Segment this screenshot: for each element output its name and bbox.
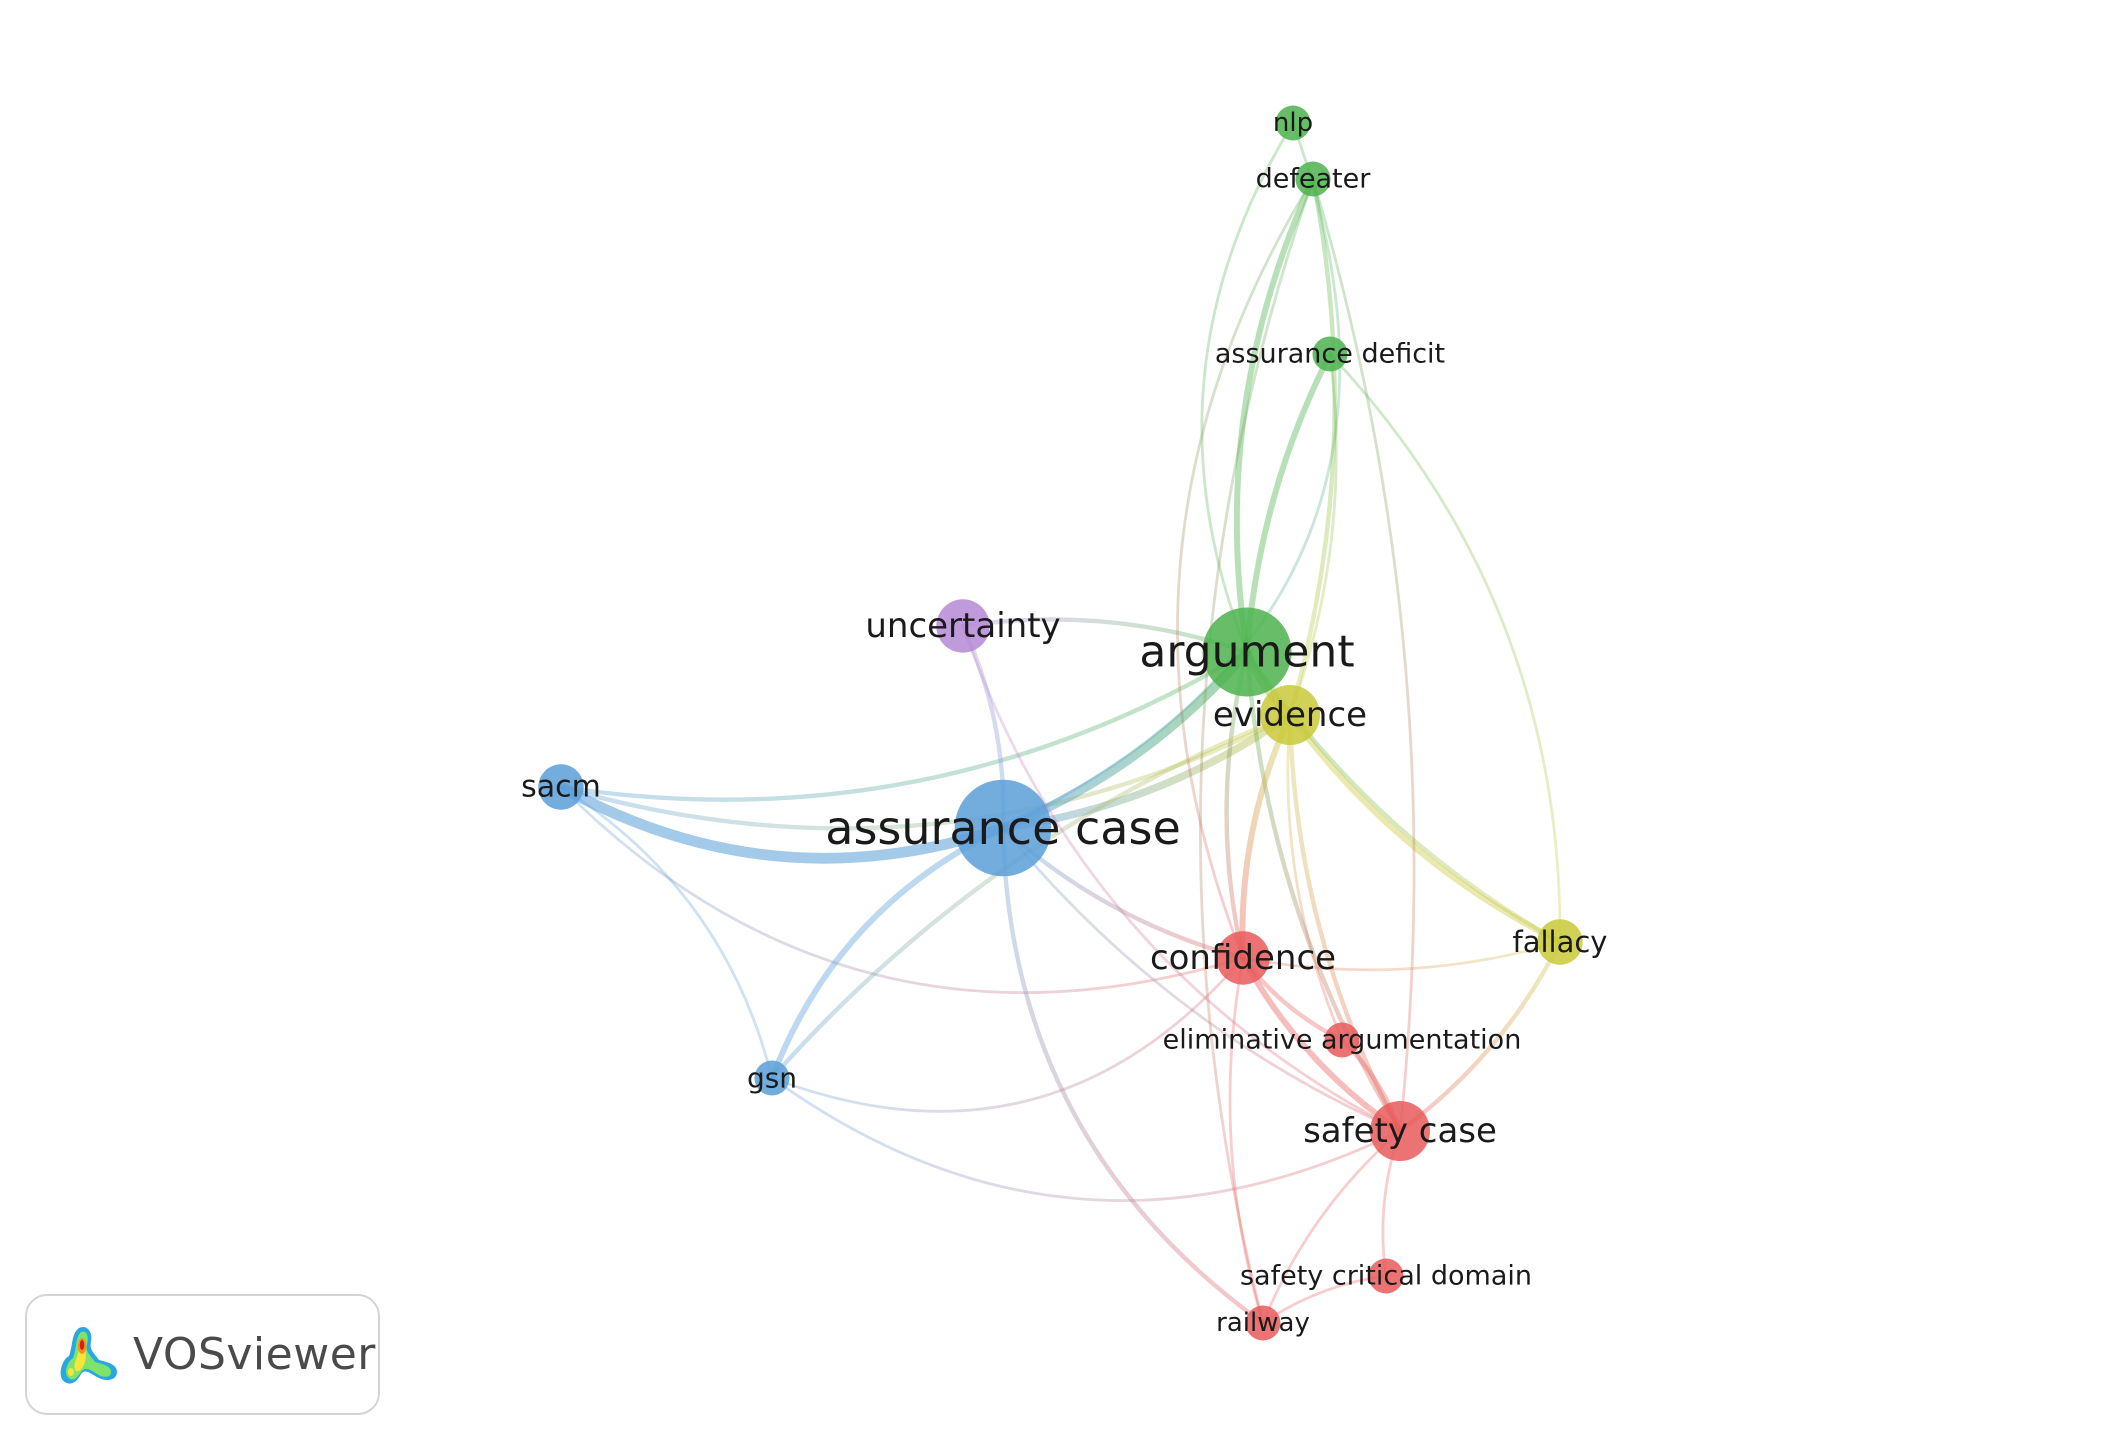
- link-evidence-fallacy[interactable]: [1287, 712, 1563, 945]
- node-label-evidence[interactable]: evidence: [1213, 695, 1367, 735]
- link-defeater-railway[interactable]: [1198, 177, 1315, 1325]
- node-label-railway[interactable]: railway: [1216, 1308, 1310, 1338]
- node-label-defeater[interactable]: defeater: [1256, 164, 1372, 195]
- nodes-layer: [538, 105, 1583, 1341]
- link-assurance-case-railway[interactable]: [1000, 825, 1266, 1326]
- link-safety-case-fallacy[interactable]: [1397, 939, 1563, 1134]
- vosviewer-logo-icon: [60, 1326, 117, 1384]
- link-argument-defeater[interactable]: [1233, 176, 1316, 655]
- node-argument[interactable]: [1202, 607, 1292, 697]
- node-nlp[interactable]: [1275, 105, 1311, 141]
- link-confidence-fallacy[interactable]: [1241, 940, 1562, 972]
- node-label-gsn[interactable]: gsn: [747, 1062, 797, 1095]
- node-evidence[interactable]: [1260, 685, 1320, 745]
- link-confidence-defeater[interactable]: [1176, 177, 1315, 960]
- link-safety-case-gsn[interactable]: [770, 1076, 1402, 1202]
- node-assurance-case[interactable]: [954, 779, 1052, 877]
- link-sacm-argument[interactable]: [558, 649, 1250, 802]
- link-evidence-assurance-deficit[interactable]: [1288, 352, 1338, 717]
- link-defeater-safety-case[interactable]: [1311, 177, 1416, 1133]
- node-label-sacm[interactable]: sacm: [521, 770, 601, 805]
- vosviewer-brand-box[interactable]: VOSviewer: [25, 1294, 380, 1415]
- node-eliminative-argumentation[interactable]: [1324, 1022, 1360, 1058]
- link-uncertainty-safety-case[interactable]: [961, 624, 1402, 1133]
- node-label-nlp[interactable]: nlp: [1273, 108, 1313, 138]
- node-label-assurance-case[interactable]: assurance case: [825, 801, 1181, 855]
- node-fallacy[interactable]: [1537, 919, 1583, 965]
- link-sacm-assurance-case[interactable]: [555, 781, 1009, 864]
- node-safety-critical-domain[interactable]: [1368, 1258, 1404, 1294]
- node-label-fallacy[interactable]: fallacy: [1513, 925, 1608, 959]
- node-uncertainty[interactable]: [936, 599, 990, 653]
- link-evidence-eliminative-argumentation[interactable]: [1286, 713, 1344, 1042]
- link-evidence-confidence[interactable]: [1239, 712, 1293, 961]
- node-label-safety-case[interactable]: safety case: [1303, 1111, 1497, 1151]
- brand-name: VOSviewer: [133, 1329, 376, 1380]
- link-evidence-defeater[interactable]: [1287, 176, 1337, 718]
- node-label-argument[interactable]: argument: [1139, 627, 1354, 678]
- link-safety-case-railway[interactable]: [1261, 1129, 1402, 1325]
- node-gsn[interactable]: [754, 1060, 790, 1096]
- node-safety-case[interactable]: [1370, 1101, 1430, 1161]
- node-railway[interactable]: [1245, 1305, 1281, 1341]
- link-assurance-case-nlp[interactable]: [1001, 121, 1342, 830]
- labels-layer: nlp defeater assurance deficit argument unce…: [521, 108, 1607, 1338]
- link-assurance-case-safety-case[interactable]: [1001, 826, 1402, 1133]
- node-label-uncertainty[interactable]: uncertainty: [865, 606, 1060, 646]
- node-label-safety-critical-domain[interactable]: safety critical domain: [1240, 1261, 1532, 1292]
- node-assurance-deficit[interactable]: [1312, 336, 1348, 372]
- node-label-assurance-deficit[interactable]: assurance deficit: [1215, 339, 1445, 370]
- node-label-confidence[interactable]: confidence: [1150, 938, 1336, 978]
- link-sacm-gsn[interactable]: [559, 785, 774, 1080]
- link-argument-nlp[interactable]: [1200, 121, 1295, 654]
- link-confidence-gsn[interactable]: [770, 956, 1245, 1113]
- node-defeater[interactable]: [1295, 161, 1331, 197]
- node-confidence[interactable]: [1216, 931, 1270, 985]
- node-label-eliminative-argumentation[interactable]: eliminative argumentation: [1163, 1025, 1522, 1056]
- node-sacm[interactable]: [538, 764, 584, 810]
- link-assurance-deficit-fallacy[interactable]: [1328, 352, 1562, 944]
